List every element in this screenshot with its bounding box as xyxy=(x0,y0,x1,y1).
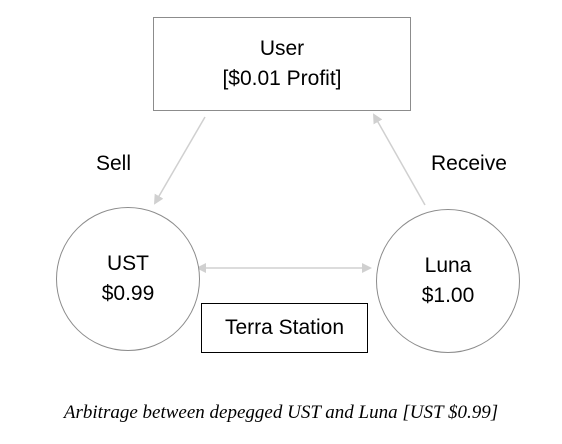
sell-arrow xyxy=(153,116,206,205)
luna-node-name: Luna xyxy=(424,254,472,277)
ust-node-price: $0.99 xyxy=(101,282,155,305)
terra-station-node: Terra Station xyxy=(201,303,368,353)
ust-node: UST $0.99 xyxy=(56,207,200,351)
ust-node-name: UST xyxy=(107,252,149,275)
sell-label: Sell xyxy=(96,152,132,175)
luna-node-price: $1.00 xyxy=(421,284,475,307)
receive-label: Receive xyxy=(431,152,507,175)
receive-arrow xyxy=(373,113,426,206)
luna-node: Luna $1.00 xyxy=(376,209,520,353)
user-node-profit: [$0.01 Profit] xyxy=(222,67,342,90)
user-node-title: User xyxy=(259,37,305,60)
user-node: User [$0.01 Profit] xyxy=(153,17,411,111)
terra-station-label: Terra Station xyxy=(224,316,345,339)
figure-caption: Arbitrage between depegged UST and Luna … xyxy=(63,402,499,423)
